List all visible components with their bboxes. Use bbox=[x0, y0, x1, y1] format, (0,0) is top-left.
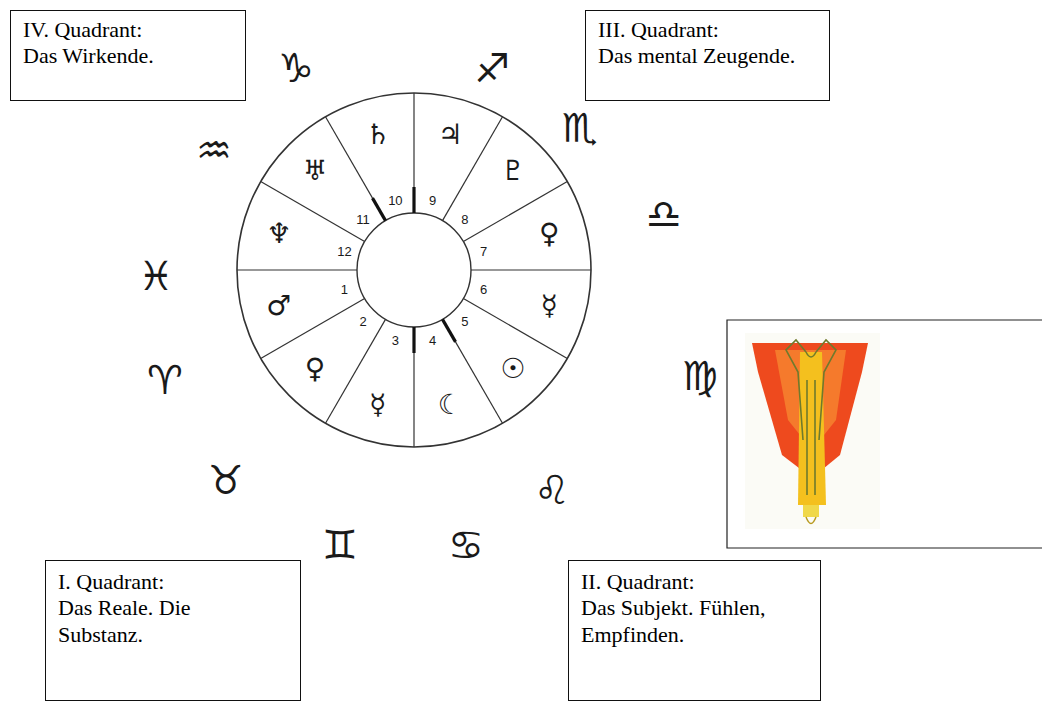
house-line bbox=[413, 327, 414, 447]
house-line bbox=[237, 269, 357, 270]
house-number: 8 bbox=[461, 213, 468, 226]
house-number: 7 bbox=[480, 245, 487, 258]
house-line bbox=[471, 269, 591, 270]
house-number: 1 bbox=[341, 282, 348, 295]
house-number: 3 bbox=[392, 333, 399, 346]
quadrant-box: IV. Quadrant:Das Wirkende. bbox=[10, 10, 246, 101]
zodiac-sign: ♌ bbox=[534, 470, 570, 510]
house-number: 5 bbox=[461, 314, 468, 327]
zodiac-sign: ♊ bbox=[322, 525, 358, 565]
quadrant-heading: II. Quadrant: bbox=[581, 569, 784, 595]
planet-symbol: ♅ bbox=[302, 157, 327, 185]
quadrant-heading: IV. Quadrant: bbox=[23, 17, 235, 43]
planet-symbol: ♂ bbox=[266, 292, 291, 320]
quadrant-heading: I. Quadrant: bbox=[58, 569, 266, 595]
planet-symbol: ☉ bbox=[500, 355, 525, 383]
quadrant-text: Das mental Zeugende. bbox=[598, 43, 819, 69]
house-number: 9 bbox=[429, 194, 436, 207]
planet-symbol: ♆ bbox=[266, 220, 291, 248]
house-number: 6 bbox=[480, 282, 487, 295]
picture-ground bbox=[745, 333, 880, 529]
quadrant-heading: III. Quadrant: bbox=[598, 17, 819, 43]
picture-frame bbox=[727, 320, 1042, 548]
planet-symbol: ♀ bbox=[305, 355, 326, 383]
zodiac-sign: ♐ bbox=[474, 48, 510, 88]
house-number: 12 bbox=[337, 245, 351, 258]
frame-line bbox=[727, 320, 1042, 548]
figure-body bbox=[807, 380, 815, 495]
picture-foot bbox=[803, 505, 819, 517]
planet-symbol: ☾ bbox=[438, 391, 463, 419]
quadrant-text: Das Subjekt. Fühlen, Empfinden. bbox=[581, 595, 784, 648]
axis-mark bbox=[443, 319, 456, 342]
axis-mark bbox=[373, 198, 386, 221]
zodiac-sign: ♎ bbox=[646, 194, 682, 234]
quadrant-text: Das Wirkende. bbox=[23, 43, 235, 69]
figure-head bbox=[806, 352, 816, 357]
house-number: 11 bbox=[356, 213, 370, 226]
axis-marks bbox=[373, 187, 456, 353]
picture-figure bbox=[786, 340, 836, 495]
quadrant-text: Das Reale. Die Substanz. bbox=[58, 595, 266, 648]
horoscope-wheel bbox=[237, 93, 591, 447]
zodiac-sign: ♈ bbox=[147, 360, 183, 400]
house-number: 4 bbox=[429, 333, 436, 346]
zodiac-sign: ♍ bbox=[682, 356, 718, 396]
quadrant-box: II. Quadrant:Das Subjekt. Fühlen, Empfin… bbox=[568, 560, 821, 701]
quadrant-box: I. Quadrant:Das Reale. Die Substanz. bbox=[45, 560, 301, 701]
house-line bbox=[326, 319, 386, 423]
planet-symbol: ♇ bbox=[500, 157, 525, 185]
quadrant-box: III. Quadrant:Das mental Zeugende. bbox=[585, 10, 830, 101]
outer-circle bbox=[237, 93, 591, 447]
figure-arm bbox=[786, 340, 806, 440]
zodiac-sign: ♒ bbox=[196, 130, 232, 170]
axis-mark bbox=[412, 187, 415, 213]
figure-arm bbox=[816, 340, 836, 440]
zodiac-sign: ♏ bbox=[562, 108, 598, 148]
planet-symbol: ☿ bbox=[541, 292, 558, 320]
house-line bbox=[413, 93, 414, 213]
planet-symbol: ♃ bbox=[438, 121, 463, 149]
axis-mark bbox=[412, 327, 415, 353]
zodiac-sign: ♓ bbox=[138, 256, 174, 296]
zodiac-sign: ♉ bbox=[208, 460, 244, 500]
planet-symbol: ☿ bbox=[369, 391, 386, 419]
picture-loop bbox=[806, 517, 816, 524]
house-number: 10 bbox=[388, 194, 402, 207]
planet-symbol: ♄ bbox=[365, 121, 390, 149]
house-number: 2 bbox=[359, 314, 366, 327]
planet-symbol: ♀ bbox=[539, 220, 560, 248]
house-dividers bbox=[237, 93, 591, 447]
zodiac-sign: ♋ bbox=[448, 525, 484, 565]
inner-circle bbox=[357, 213, 471, 327]
zodiac-sign: ♑ bbox=[278, 48, 314, 88]
